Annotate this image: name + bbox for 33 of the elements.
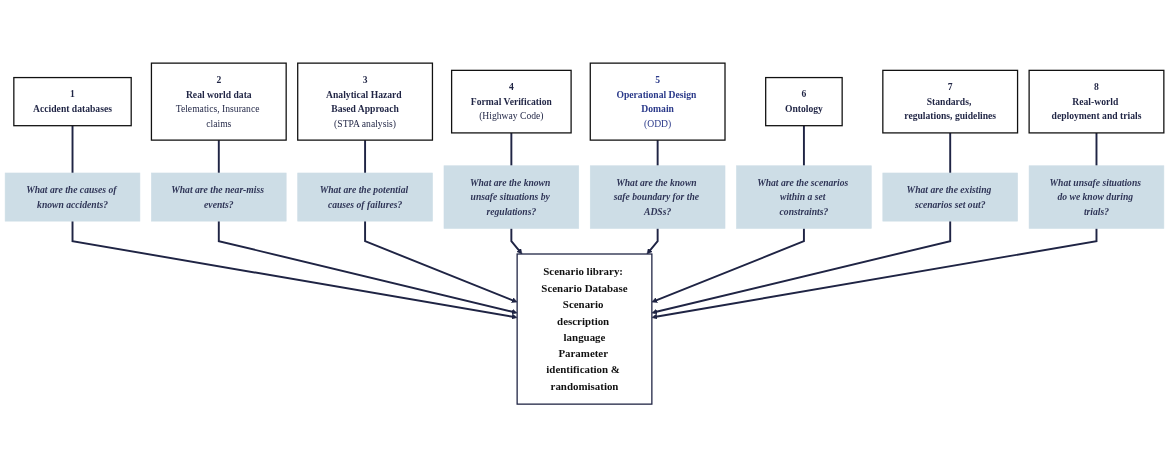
- arrow: [651, 227, 1098, 320]
- connector: [949, 132, 952, 175]
- arrow: [646, 227, 659, 255]
- node-box: 8 Real-world deployment and trials: [1028, 70, 1165, 134]
- arrow: [71, 220, 518, 320]
- connector: [364, 139, 367, 175]
- arrow: [217, 220, 518, 315]
- connector: [510, 132, 513, 168]
- node-box: What are the potential causes of failures?: [297, 173, 433, 222]
- connector: [656, 139, 659, 168]
- node-box: 5 Operational Design Domain (ODD): [589, 62, 726, 142]
- node-box: 3 Analytical Hazard Based Approach (STPA analysis): [297, 62, 434, 142]
- connector: [802, 125, 805, 168]
- connector: [1095, 132, 1098, 168]
- node-box: 6 Ontology: [765, 77, 843, 127]
- arrow: [364, 220, 518, 304]
- node-box: What are the causes of known accidents?: [4, 173, 141, 222]
- node-box: 7 Standards, regulations, guidelines: [882, 70, 1019, 134]
- node-box: What are the existing scenarios set out?: [882, 173, 1018, 222]
- arrow: [510, 227, 523, 255]
- node-box: What are the scenarios within a set constraints?: [736, 165, 872, 229]
- node-box: 2 Real world data Telematics, Insurance claims: [150, 62, 287, 142]
- arrow: [651, 227, 805, 304]
- connector: [217, 139, 220, 175]
- node-box: Scenario library: Scenario Database Scenario description language Parameter identification & randomisation: [516, 253, 653, 406]
- node-box: 1 Accident databases: [13, 77, 132, 127]
- node-box: What are the known unsafe situations by regulations?: [443, 165, 580, 229]
- node-box: What are the near-miss events?: [151, 173, 287, 222]
- connector: [71, 125, 74, 175]
- node-box: 4 Formal Verification (Highway Code): [451, 70, 572, 134]
- node-box: What unsafe situations do we know during trials?: [1028, 165, 1165, 229]
- node-box: What are the known safe boundary for the ADSs?: [589, 165, 726, 229]
- arrow: [651, 220, 952, 315]
